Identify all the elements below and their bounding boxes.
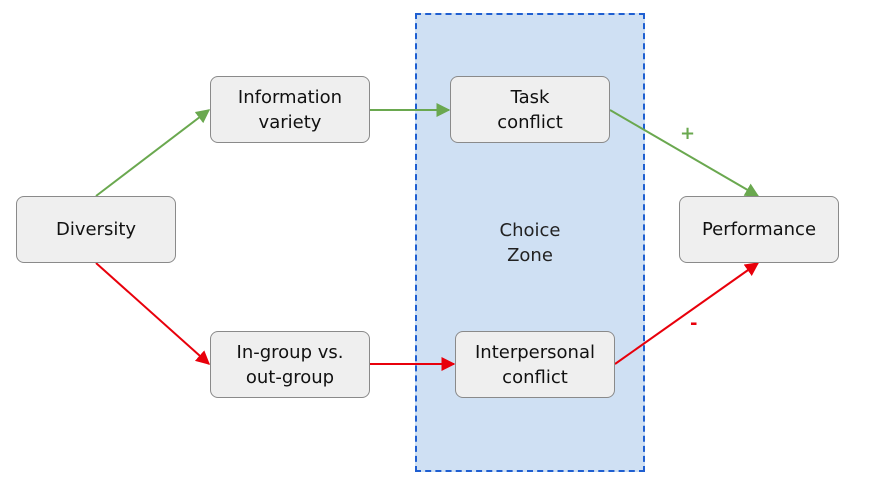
edge-interpersonal-to-performance [614,262,760,365]
node-diversity: Diversity [16,196,176,263]
choice-zone-label: Choice Zone [499,220,561,266]
node-ingroup-outgroup: In-group vs. out-group [210,331,370,398]
positive-effect-label: + [680,123,696,144]
node-performance: Performance [679,196,839,263]
negative-effect-label: - [690,313,698,334]
edge-diversity-to-ingroup [95,262,211,365]
node-interpersonal-conflict: Interpersonal conflict [455,331,615,398]
node-information-variety: Information variety [210,76,370,143]
node-task-conflict: Task conflict [450,76,610,143]
edge-diversity-to-information [95,109,211,197]
edge-task-to-performance [609,109,760,197]
